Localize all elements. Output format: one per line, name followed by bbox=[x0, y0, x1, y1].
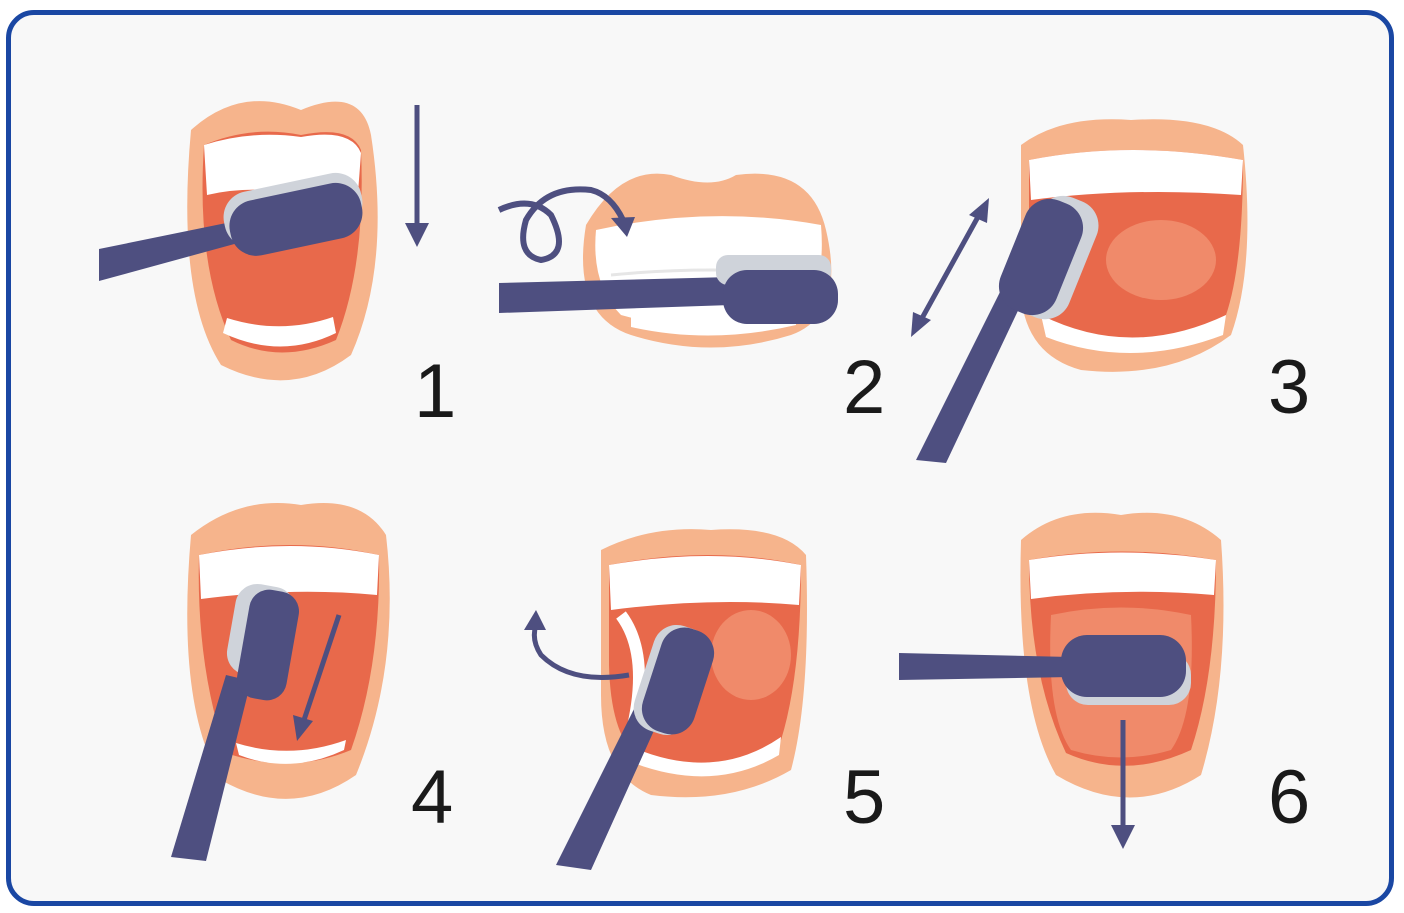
step-number-6: 6 bbox=[1268, 755, 1310, 840]
step-2-panel: 2 bbox=[499, 174, 885, 430]
brushing-steps-illustration: 1 2 bbox=[11, 15, 1394, 906]
step-4-panel: 4 bbox=[171, 503, 453, 861]
step-6-panel: 6 bbox=[899, 513, 1310, 849]
downward-arrow-icon bbox=[405, 105, 429, 247]
step-number-4: 4 bbox=[411, 755, 453, 840]
step-number-1: 1 bbox=[414, 349, 456, 434]
diagram-frame: 1 2 bbox=[6, 10, 1394, 906]
double-headed-arrow-icon bbox=[911, 198, 989, 337]
step-number-5: 5 bbox=[843, 755, 885, 840]
step-1-panel: 1 bbox=[99, 101, 456, 434]
step-number-3: 3 bbox=[1268, 345, 1310, 430]
step-3-panel: 3 bbox=[911, 119, 1310, 463]
step-number-2: 2 bbox=[843, 345, 885, 430]
step-5-panel: 5 bbox=[524, 529, 885, 870]
